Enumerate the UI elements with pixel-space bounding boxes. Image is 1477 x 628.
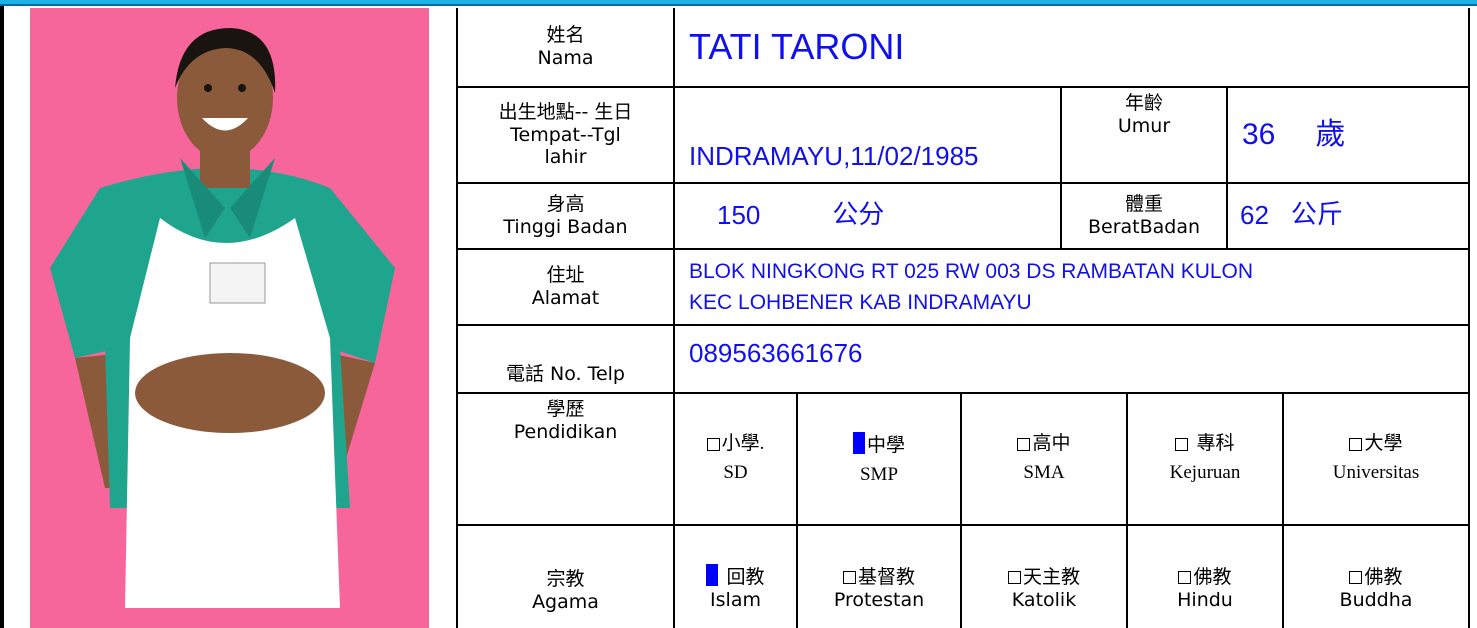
education-label-zh: 學歷 — [546, 398, 585, 420]
birth-label: 出生地點-- 生日 Tempat--Tgl lahir — [458, 88, 675, 184]
birth-label-id2: lahir — [544, 146, 587, 169]
education-option-zh: 小學. — [721, 433, 765, 455]
education-option-zh: 大學 — [1364, 433, 1403, 455]
education-option-id: Kejuruan — [1169, 462, 1241, 483]
age-unit: 歲 — [1315, 117, 1346, 152]
checkbox-icon[interactable] — [1017, 438, 1031, 452]
education-label-id: Pendidikan — [513, 420, 618, 443]
biodata-table: 姓名 Nama TATI TARONI 出生地點-- 生日 Tempat--Tg… — [456, 8, 1470, 628]
education-option-zh: 中學 — [866, 434, 905, 456]
weight-value: 62 — [1240, 200, 1269, 231]
checkbox-icon[interactable] — [1349, 438, 1363, 452]
height-unit: 公分 — [832, 200, 885, 231]
height-value: 150 — [717, 200, 761, 231]
religion-option-katolik[interactable]: 天主教 Katolik — [962, 526, 1128, 628]
table-border-left — [456, 8, 458, 628]
phone-label: 電話 No. Telp — [458, 326, 675, 394]
religion-option-protestan[interactable]: 基督教 Protestan — [798, 526, 962, 628]
age-value: 36 — [1242, 118, 1276, 151]
education-option-id: Universitas — [1332, 462, 1420, 483]
birth-label-id: Tempat--Tgl — [510, 123, 621, 146]
name-label-id: Nama — [537, 47, 594, 69]
birth-label-zh: 出生地點-- 生日 — [498, 100, 633, 123]
checkbox-icon[interactable] — [1175, 438, 1189, 452]
religion-label-zh: 宗教 — [546, 568, 585, 591]
religion-option-hindu[interactable]: 佛教 Hindu — [1128, 526, 1284, 628]
checkbox-checked-icon[interactable] — [706, 564, 719, 587]
height-label-id: Tinggi Badan — [503, 216, 628, 238]
education-option-zh: 專科 — [1196, 433, 1235, 455]
checkbox-icon[interactable] — [1349, 571, 1363, 585]
address-value-cell: BLOK NINGKONG RT 025 RW 003 DS RAMBATAN … — [675, 250, 1470, 326]
religion-option-zh: 佛教 — [1364, 566, 1403, 589]
checkbox-icon[interactable] — [1007, 571, 1021, 585]
frame-border-left — [0, 6, 4, 628]
phone-value-cell: 089563661676 — [675, 326, 1470, 394]
age-label-zh: 年齡 — [1124, 92, 1163, 114]
checkbox-checked-icon[interactable] — [852, 431, 865, 454]
education-label: 學歷 Pendidikan — [458, 394, 675, 526]
education-option-zh: 高中 — [1032, 433, 1071, 455]
birth-value-cell: INDRAMAYU,11/02/1985 — [675, 88, 1062, 184]
address-label-zh: 住址 — [546, 264, 585, 287]
religion-label-id: Agama — [532, 591, 599, 614]
checkbox-icon[interactable] — [1178, 571, 1192, 585]
phone-label-id: No. Telp — [550, 363, 625, 386]
name-label: 姓名 Nama — [458, 8, 675, 88]
weight-value-cell: 62 公斤 — [1228, 184, 1470, 250]
religion-option-islam[interactable]: 回教 Islam — [675, 526, 798, 628]
name-value-cell: TATI TARONI — [675, 8, 1470, 88]
person-photo-icon — [50, 28, 395, 608]
age-label-id: Umur — [1117, 114, 1171, 137]
religion-option-zh: 佛教 — [1193, 566, 1232, 589]
religion-option-id: Katolik — [1011, 589, 1077, 612]
education-option-id: SMP — [859, 463, 899, 485]
education-option-universitas[interactable]: 大學 Universitas — [1284, 394, 1470, 526]
checkbox-icon[interactable] — [842, 571, 856, 585]
phone-value: 089563661676 — [689, 338, 863, 369]
religion-option-zh: 天主教 — [1022, 566, 1080, 589]
birth-value: INDRAMAYU,11/02/1985 — [689, 140, 979, 171]
education-option-id: SMA — [1023, 462, 1065, 483]
height-value-cell: 150 公分 — [675, 184, 1062, 250]
name-value: TATI TARONI — [689, 26, 905, 68]
weight-label-id: BeratBadan — [1087, 216, 1201, 238]
name-label-zh: 姓名 — [546, 24, 585, 47]
religion-option-id: Islam — [710, 589, 761, 612]
education-option-smp[interactable]: 中學 SMP — [798, 394, 962, 526]
religion-option-id: Protestan — [833, 589, 925, 612]
weight-unit: 公斤 — [1290, 200, 1343, 231]
age-value-cell: 36 歲 — [1228, 88, 1470, 184]
age-label: 年齡 Umur — [1062, 88, 1228, 184]
education-option-sd[interactable]: 小學. SD — [675, 394, 798, 526]
height-label-zh: 身高 — [546, 193, 585, 216]
height-label: 身高 Tinggi Badan — [458, 184, 675, 250]
phone-label-zh: 電話 — [505, 363, 544, 386]
religion-label: 宗教 Agama — [458, 526, 675, 628]
address-line2: KEC LOHBENER KAB INDRAMAYU — [689, 291, 1032, 314]
religion-option-zh: 回教 — [726, 566, 765, 589]
address-line1: BLOK NINGKONG RT 025 RW 003 DS RAMBATAN … — [689, 259, 1254, 283]
religion-option-buddha[interactable]: 佛教 Buddha — [1284, 526, 1470, 628]
address-label-id: Alamat — [531, 287, 600, 309]
religion-option-id: Buddha — [1339, 589, 1413, 612]
weight-label-zh: 體重 — [1124, 193, 1163, 216]
education-option-kejuruan[interactable]: 專科 Kejuruan — [1128, 394, 1284, 526]
education-option-sma[interactable]: 高中 SMA — [962, 394, 1128, 526]
religion-option-id: Hindu — [1177, 589, 1233, 612]
religion-option-zh: 基督教 — [857, 566, 915, 589]
weight-label: 體重 BeratBadan — [1062, 184, 1228, 250]
checkbox-icon[interactable] — [706, 438, 720, 452]
education-option-id: SD — [723, 462, 748, 483]
header-bar — [0, 0, 1477, 6]
address-label: 住址 Alamat — [458, 250, 675, 326]
profile-photo — [30, 8, 429, 628]
